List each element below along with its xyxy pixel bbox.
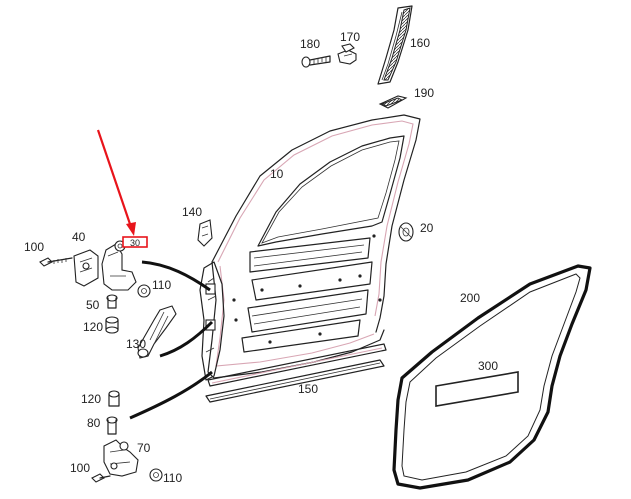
bolt-100-lower <box>91 473 111 483</box>
callout-300: 300 <box>478 359 498 373</box>
callout-10: 10 <box>270 167 284 181</box>
bushing-120-upper <box>105 316 119 334</box>
window-trim-160 <box>377 5 413 85</box>
callout-20: 20 <box>420 221 434 235</box>
callout-130: 130 <box>126 337 146 351</box>
bushing-120-lower <box>108 390 120 407</box>
grommet-20 <box>398 222 414 242</box>
plug-110-lower <box>149 468 163 482</box>
callout-120-upper: 120 <box>83 320 103 334</box>
door-frame-shell <box>199 114 421 387</box>
bolt-100-upper <box>39 257 73 267</box>
door-seal-200 <box>392 264 592 490</box>
screw-180 <box>301 55 331 68</box>
callout-100-upper: 100 <box>24 240 44 254</box>
plug-110-upper <box>137 284 151 298</box>
callout-80: 80 <box>87 416 101 430</box>
pin-80 <box>106 416 118 435</box>
assembly-leader-lines <box>129 260 214 420</box>
callout-200: 200 <box>460 291 480 305</box>
callout-100-lower: 100 <box>70 461 90 475</box>
callout-160: 160 <box>410 36 430 50</box>
highlight-box <box>122 236 148 248</box>
callout-110-lower: 110 <box>163 471 182 485</box>
check-strap-130 <box>137 305 177 359</box>
callout-70: 70 <box>137 441 151 455</box>
upper-hinge-40 <box>39 240 137 291</box>
clip-190 <box>378 95 408 109</box>
callout-170: 170 <box>340 30 360 44</box>
label-sticker-300 <box>435 371 519 407</box>
callout-highlight: 30 <box>130 238 140 248</box>
callout-190: 190 <box>414 86 434 100</box>
callout-150: 150 <box>298 382 318 396</box>
pin-50 <box>106 294 118 309</box>
clip-170 <box>337 43 357 65</box>
callout-140: 140 <box>182 205 202 219</box>
sill-trim-150 <box>205 359 385 403</box>
red-pointer-arrow <box>96 129 136 236</box>
callout-50: 50 <box>86 298 100 312</box>
bracket-140 <box>197 219 213 247</box>
callout-40: 40 <box>72 230 86 244</box>
callout-120-lower: 120 <box>81 392 101 406</box>
lower-hinge-70 <box>91 439 139 483</box>
callout-180: 180 <box>300 37 320 51</box>
callout-110-upper: 110 <box>152 278 171 292</box>
